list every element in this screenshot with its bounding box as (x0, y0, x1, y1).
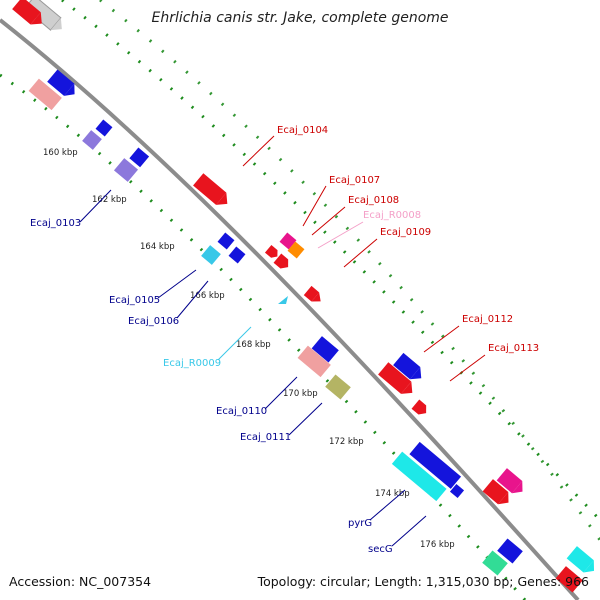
gene-label: secG (368, 544, 393, 555)
gene-ecaj-0103 (113, 158, 139, 182)
gene-ecaj-0109 (303, 285, 321, 302)
gene-label: Ecaj_0109 (380, 227, 431, 238)
genome-summary-text: Topology: circular; Length: 1,315,030 bp… (257, 574, 589, 589)
gene-label: Ecaj_0103 (30, 218, 81, 229)
gene-ecaj-r0009 (278, 296, 288, 304)
tick-label: 176 kbp (420, 540, 455, 550)
tick-label: 172 kbp (329, 437, 364, 447)
map-title: Ehrlichia canis str. Jake, complete geno… (151, 10, 448, 26)
gene-ecaj-0105 (201, 245, 221, 265)
gene-label: Ecaj_0104 (277, 125, 328, 136)
accession-text: Accession: NC_007354 (9, 574, 151, 589)
gene-label: Ecaj_0107 (329, 175, 380, 186)
reverse-strand-genes (28, 69, 523, 576)
gene-label: Ecaj_R0009 (163, 358, 221, 369)
tick-label: 170 kbp (283, 389, 318, 399)
gene-labels: Ecaj_0104 Ecaj_0107 Ecaj_0108 Ecaj_R0008… (30, 125, 539, 555)
gene-label: Ecaj_0111 (240, 432, 291, 443)
tick-label: 162 kbp (92, 195, 127, 205)
gene-ecaj-0110 (297, 345, 331, 378)
gene-pyrg (391, 451, 447, 502)
genome-backbone (0, 18, 580, 600)
tick-label: 174 kbp (375, 489, 410, 499)
gene-ecaj-0113 (411, 399, 427, 415)
tick-label: 168 kbp (236, 340, 271, 350)
gene-label: pyrG (348, 518, 372, 529)
inner-tick-track (0, 73, 527, 600)
tick-label: 166 kbp (190, 291, 225, 301)
gene-label: Ecaj_0112 (462, 314, 513, 325)
far-tick-track (99, 0, 600, 541)
gene-secg (482, 550, 508, 576)
gene-ecaj-0112 (393, 352, 422, 380)
gene-label: Ecaj_R0008 (363, 210, 421, 221)
gene-label: Ecaj_0105 (109, 295, 160, 306)
tick-label: 164 kbp (140, 242, 175, 252)
forward-strand-genes (12, 0, 595, 593)
gene-ecaj-0111 (325, 374, 351, 400)
label-leaders (79, 135, 486, 547)
gene-ecaj-0108 (287, 241, 305, 259)
gene-label: Ecaj_0113 (488, 343, 539, 354)
tick-labels: 160 kbp 162 kbp 164 kbp 166 kbp 168 kbp … (43, 148, 455, 550)
gene-label: Ecaj_0110 (216, 406, 267, 417)
gene-ecaj-0104 (193, 173, 228, 205)
gene-label: Ecaj_0106 (128, 316, 179, 327)
tick-label: 160 kbp (43, 148, 78, 158)
gene-label: Ecaj_0108 (348, 195, 399, 206)
